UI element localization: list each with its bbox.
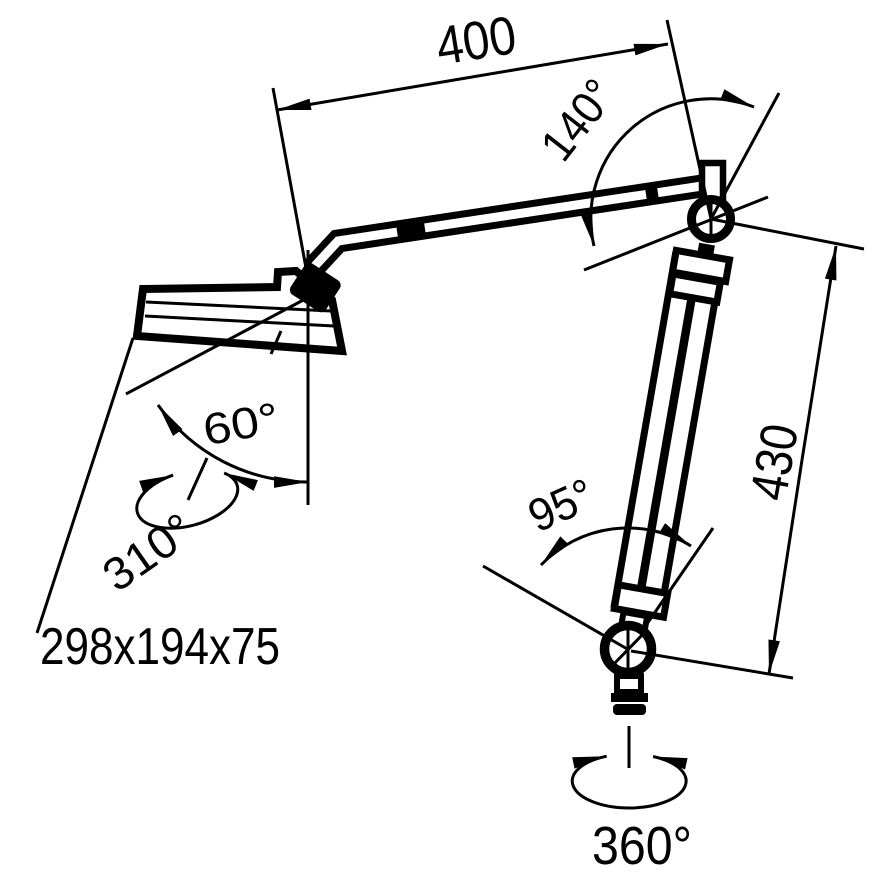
dim-400-extension-left xyxy=(271,87,308,269)
dim-430-label: 430 xyxy=(740,420,810,505)
upper-arm-sleeve xyxy=(396,222,426,238)
head-dimensions-label: 298x194x75 xyxy=(40,618,280,676)
leader-line-head-dimensions xyxy=(35,337,135,634)
angle-140-arc-left xyxy=(580,126,633,247)
head-rotation-axis-tick xyxy=(186,457,209,501)
lamp-head-louver-line xyxy=(144,314,335,328)
lamp-head-louver-line xyxy=(145,300,332,313)
angle-140-arc-right xyxy=(631,89,755,130)
rotation-310-label: 310° xyxy=(93,503,203,602)
dim-430-extension-top xyxy=(710,217,865,251)
angle-95-arc-right xyxy=(611,523,692,548)
rotation-310-arc-right xyxy=(193,471,258,527)
rotation-360-label: 360° xyxy=(592,816,692,876)
angle-95-reference-line-left xyxy=(482,564,630,652)
angle-95-arc-left xyxy=(539,527,613,567)
dim-400 xyxy=(276,42,669,112)
angle-95-label: 95° xyxy=(520,468,601,542)
angle-140-reference-line xyxy=(709,92,781,220)
upper-arm-strip-core xyxy=(309,181,703,272)
angle-95-reference-line-right xyxy=(638,527,715,635)
upper-arm-crossbar xyxy=(645,187,659,201)
angle-140-label: 140° xyxy=(530,69,625,170)
base-mount-neck xyxy=(614,673,644,695)
dim-400-line-right xyxy=(471,42,669,79)
base-spoke-diagonal xyxy=(608,628,649,670)
dim-430 xyxy=(767,245,838,675)
dim-430-line-bottom xyxy=(767,459,804,675)
dim-430-extension-bottom xyxy=(630,649,794,680)
dim-400-line-left xyxy=(276,75,473,112)
rotation-310-symbol xyxy=(135,471,258,530)
angle-60-label: 60° xyxy=(199,394,282,455)
dim-400-label: 400 xyxy=(432,5,520,77)
dim-430-line-top xyxy=(800,245,838,461)
lamp-head-edge-tick xyxy=(269,330,283,355)
rotation-360-arc-left xyxy=(570,754,630,810)
angle-60-reference-line-slanted xyxy=(125,295,310,396)
lower-arm-top-clevis-2 xyxy=(665,269,725,307)
angle-140-arc xyxy=(580,89,755,247)
rotation-360-arc-right xyxy=(628,755,688,810)
angle-95-arc xyxy=(539,523,692,567)
base-mount-stub xyxy=(613,704,646,715)
rotation-310-arc-left xyxy=(135,473,195,530)
angle-60-arc-upper xyxy=(156,404,225,464)
base-mount-collar xyxy=(611,693,648,702)
lower-arm xyxy=(610,242,734,636)
angle-60-arc-lower xyxy=(223,460,309,488)
lower-arm-center-divider xyxy=(632,255,704,613)
angle-60-arc xyxy=(156,404,309,488)
upper-arm xyxy=(289,174,704,313)
rotation-360-symbol xyxy=(570,754,688,810)
dim-400-extension-right xyxy=(665,19,713,220)
elbow-crosshair-line xyxy=(583,195,769,272)
